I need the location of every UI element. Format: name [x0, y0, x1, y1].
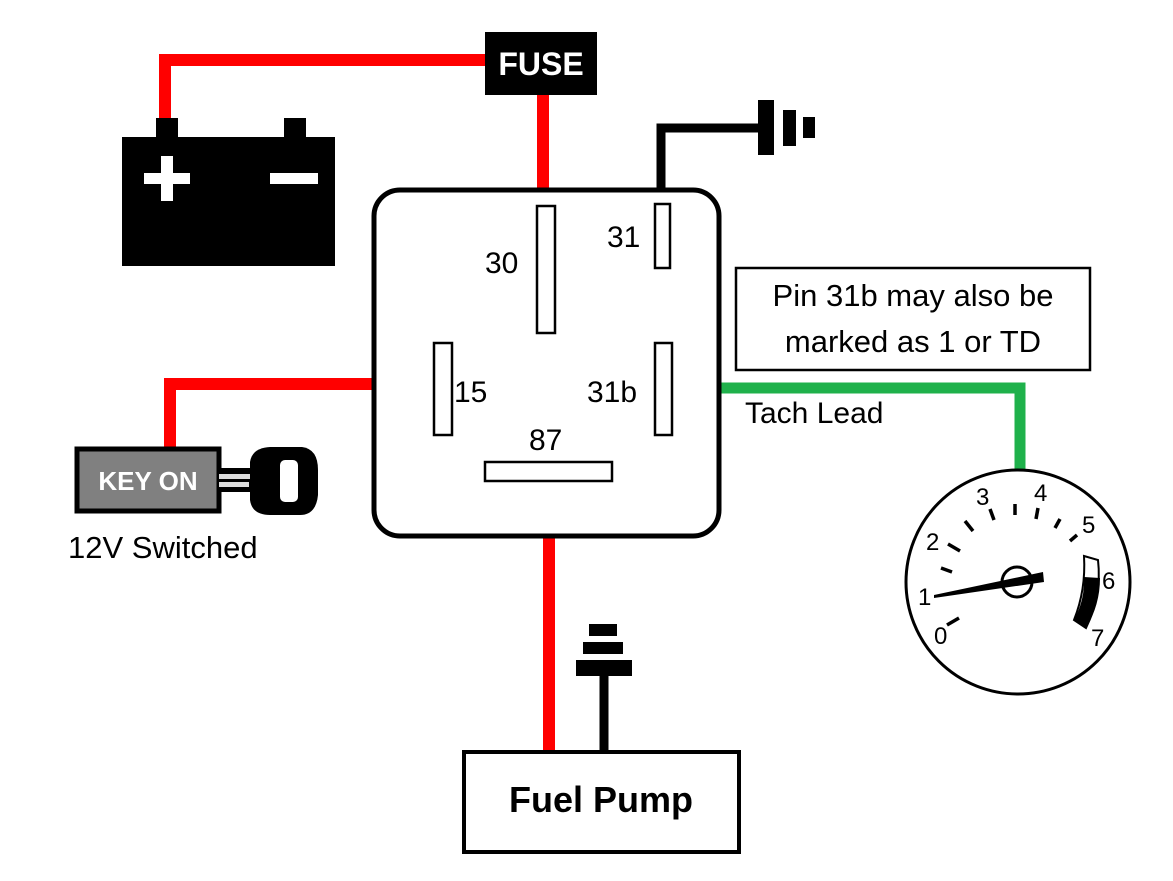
pin-31-slot	[653, 202, 672, 270]
fuse-label: FUSE	[498, 46, 583, 82]
pin-30-label: 30	[485, 247, 518, 280]
relay: 30 31 15 31b 87	[371, 187, 722, 539]
tach-label-3: 3	[976, 484, 989, 511]
tach-label-1: 1	[918, 584, 931, 611]
note-line-2: marked as 1 or TD	[785, 324, 1041, 359]
pin-31b-label: 31b	[587, 376, 637, 409]
tach-label-0: 0	[934, 623, 947, 650]
key-switch: KEY ON	[74, 446, 318, 515]
ground-symbol-pump	[576, 624, 632, 676]
tach-label-5: 5	[1082, 512, 1095, 539]
tach-label-4: 4	[1034, 480, 1047, 507]
fuel-pump: Fuel Pump	[462, 750, 741, 854]
tach-label-6: 6	[1102, 568, 1115, 595]
note-box: Pin 31b may also be marked as 1 or TD	[734, 266, 1092, 372]
pin15-to-key-wire	[164, 378, 374, 450]
ground-symbol-top	[758, 100, 815, 155]
fuel-pump-label: Fuel Pump	[509, 779, 693, 820]
pin-15-slot	[432, 341, 454, 437]
tach-scale-labels: 0 1 2 3 4 5 6 7	[918, 480, 1115, 652]
tach-label-2: 2	[926, 529, 939, 556]
tach-ticks	[940, 504, 1079, 627]
tach-needle	[934, 572, 1044, 598]
pin-31b-slot	[653, 341, 674, 437]
pin-87-slot	[483, 460, 614, 483]
pin-31-label: 31	[607, 221, 640, 254]
battery-minus-icon	[270, 173, 318, 184]
pin31-ground-wire	[656, 123, 762, 190]
battery	[122, 118, 335, 266]
tachometer: 0 1 2 3 4 5 6 7	[904, 468, 1132, 696]
tach-label-7: 7	[1091, 625, 1104, 652]
pin-15-label: 15	[454, 376, 487, 409]
key-on-label: KEY ON	[98, 466, 197, 496]
fuse: FUSE	[485, 32, 597, 95]
tach-lead-label: Tach Lead	[745, 397, 883, 430]
key-caption: 12V Switched	[68, 530, 258, 565]
pin-30-slot	[535, 204, 557, 335]
note-line-1: Pin 31b may also be	[773, 278, 1054, 313]
tach-lead-wire	[720, 382, 1026, 472]
battery-to-fuse-wire	[159, 54, 490, 125]
pin-87-label: 87	[529, 424, 562, 457]
